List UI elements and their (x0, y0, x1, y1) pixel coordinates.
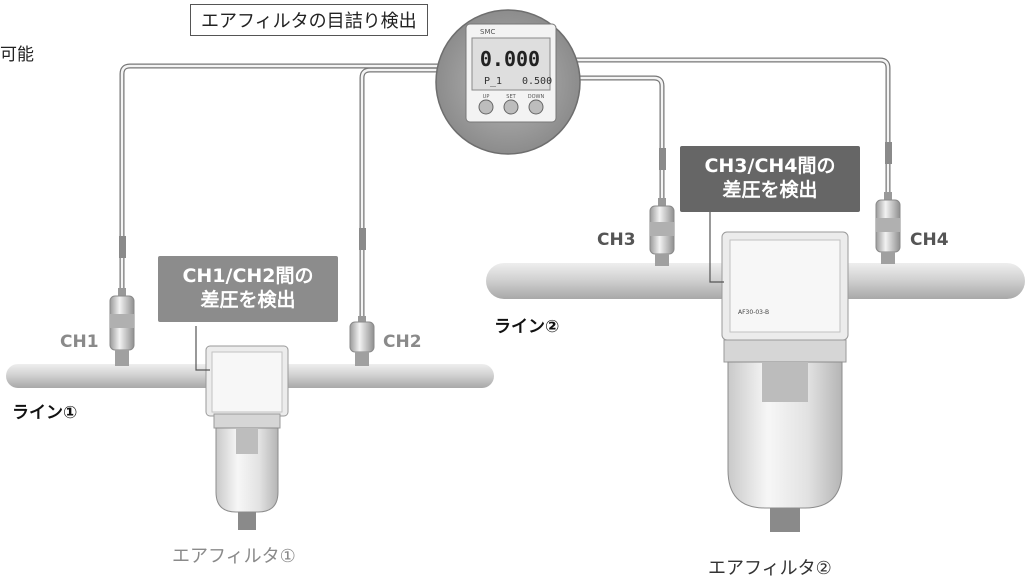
callout-leaders (195, 210, 724, 371)
line-label-2: ライン② (494, 317, 560, 337)
callout-ch3-ch4: CH3/CH4間の 差圧を検出 (680, 146, 860, 212)
callout-ch3-ch4-line1: CH3/CH4間の (704, 155, 836, 177)
device-button-up[interactable] (478, 99, 494, 115)
channel-label-ch1: CH1 (60, 332, 99, 352)
channel-label-ch4: CH4 (910, 230, 949, 250)
callout-ch1-ch2-line1: CH1/CH2間の (182, 265, 314, 287)
device-button-down[interactable] (528, 99, 544, 115)
device-button-set[interactable] (503, 99, 519, 115)
device-brand: SMC (480, 28, 495, 36)
callout-ch1-ch2-line2: 差圧を検出 (200, 289, 296, 311)
filter-1 (205, 345, 289, 530)
sensor-ch4 (875, 192, 901, 264)
sensor-ch2 (349, 316, 375, 366)
edge-text: 可能 (0, 45, 34, 65)
device-display: 0.000 P_1 0.500 (471, 37, 552, 91)
callout-ch1-ch2: CH1/CH2間の 差圧を検出 (158, 256, 338, 322)
sensor-cables (119, 57, 892, 321)
device-button-set-label: SET (506, 94, 516, 100)
filter-label-2: エアフィルタ② (708, 558, 832, 579)
device-sub-label: P_1 (484, 76, 502, 87)
channel-label-ch2: CH2 (383, 332, 422, 352)
device-sub-value: 0.500 (522, 76, 552, 87)
device-button-down-label: DOWN (528, 94, 545, 100)
sensor-ch3 (649, 198, 675, 266)
page-title: エアフィルタの目詰り検出 (190, 4, 428, 36)
filter-2-model: AF30-03-B (738, 309, 769, 316)
filter-2: AF30-03-B (721, 231, 849, 532)
channel-label-ch3: CH3 (597, 230, 636, 250)
device-button-up-label: UP (483, 94, 490, 100)
device-main-value: 0.000 (480, 47, 540, 71)
filter-label-1: エアフィルタ① (172, 546, 296, 567)
line-label-1: ライン① (12, 403, 78, 423)
callout-ch3-ch4-line2: 差圧を検出 (722, 179, 818, 201)
sensor-ch1 (109, 288, 135, 366)
monitor-unit: 0.000 P_1 0.500 SMC UP SET DOWN (435, 9, 581, 155)
